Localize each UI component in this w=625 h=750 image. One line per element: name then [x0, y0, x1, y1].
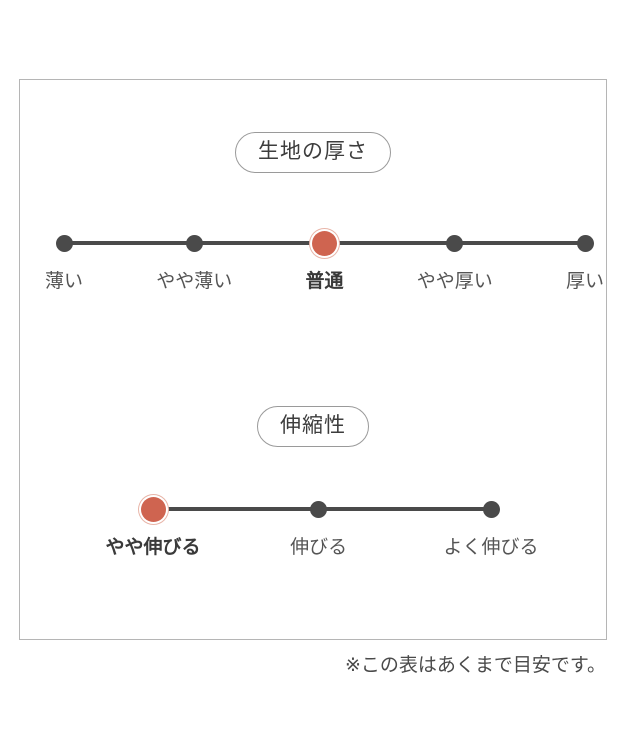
scale-labels-stretchiness: やや伸びる 伸びる よく伸びる	[105, 533, 538, 563]
scale-dot-stretchiness-0[interactable]	[140, 496, 166, 522]
scale-label-stretchiness-0: やや伸びる	[105, 537, 201, 558]
scale-dot-fabric-thickness-3[interactable]	[446, 234, 464, 252]
scale-dot-stretchiness-1[interactable]	[310, 500, 328, 518]
footnote-disclaimer: ※この表はあくまで目安です。	[344, 655, 606, 676]
scale-label-fabric-thickness-0: 薄い	[44, 271, 84, 292]
spec-panel: 生地の厚さ 薄い やや薄い 普通 やや厚い 厚い 伸縮性	[19, 79, 607, 640]
scale-label-fabric-thickness-4: 厚い	[565, 271, 605, 292]
scale-fabric-thickness	[55, 230, 594, 256]
section-badge-fabric-thickness: 生地の厚さ	[235, 132, 391, 173]
scale-dot-stretchiness-2[interactable]	[482, 500, 500, 518]
scale-dot-fabric-thickness-1[interactable]	[185, 234, 203, 252]
scale-dot-fabric-thickness-0[interactable]	[55, 234, 73, 252]
section-badge-wrap-stretchiness: 伸縮性	[20, 406, 606, 447]
section-badge-wrap-fabric-thickness: 生地の厚さ	[20, 132, 606, 173]
section-badge-stretchiness: 伸縮性	[257, 406, 369, 447]
scale-label-fabric-thickness-2: 普通	[305, 271, 344, 292]
scale-dot-fabric-thickness-4[interactable]	[576, 234, 594, 252]
scale-label-stretchiness-2: よく伸びる	[443, 537, 539, 558]
scale-label-stretchiness-1: 伸びる	[290, 537, 348, 558]
scale-stretchiness	[140, 496, 500, 522]
scale-labels-fabric-thickness: 薄い やや薄い 普通 やや厚い 厚い	[45, 267, 604, 297]
scale-dot-fabric-thickness-2[interactable]	[312, 230, 337, 256]
scale-label-fabric-thickness-3: やや厚い	[416, 271, 493, 292]
scale-label-fabric-thickness-1: やや薄い	[156, 271, 233, 292]
